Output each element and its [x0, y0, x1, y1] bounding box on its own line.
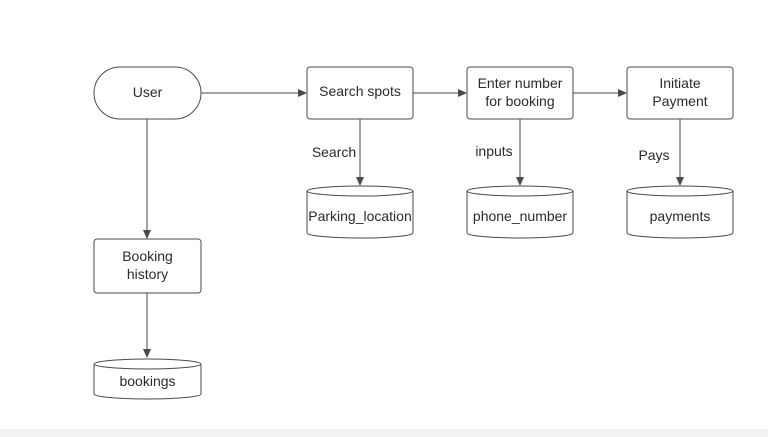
edge-initiate-payment-to-payments [676, 119, 684, 186]
arrowhead [356, 177, 364, 186]
edge-label-pays: Pays [638, 147, 669, 163]
arrowhead [143, 349, 151, 358]
edge-label-search: Search [312, 144, 356, 160]
arrowhead [298, 89, 307, 97]
edge-enter-number-to-phone-number [516, 119, 524, 186]
datastore-phone-number: phone_number [466, 185, 574, 239]
process-shape [306, 66, 414, 120]
cylinder-body [466, 185, 574, 239]
node-label-line-2: for booking [485, 93, 554, 109]
edge-enter-number-to-initiate-payment [573, 89, 627, 97]
edge-user-to-search-spots [201, 89, 307, 97]
arrowhead [618, 89, 627, 97]
cylinder-rim [306, 190, 414, 197]
cylinder-rim [93, 363, 202, 370]
edge-user-to-booking-history [143, 119, 151, 239]
node-label-line-1: Enter number [478, 75, 563, 91]
node-user: User [93, 66, 202, 120]
datastore-parking-location: Parking_location [306, 185, 414, 239]
arrowhead [458, 89, 467, 97]
node-initiate-payment: Initiate Payment [626, 66, 734, 120]
edge-label-inputs: inputs [475, 143, 512, 159]
node-search-spots: Search spots [306, 66, 414, 120]
cylinder-body [626, 185, 734, 239]
cylinder-rim [626, 190, 734, 197]
node-label-line-1: Initiate [659, 75, 700, 91]
node-enter-number-for-booking: Enter number for booking [466, 66, 574, 120]
node-label-line-2: history [127, 266, 168, 282]
arrowhead [676, 177, 684, 186]
process-shape [93, 238, 202, 294]
node-label: Search spots [319, 83, 401, 99]
arrowhead [143, 230, 151, 239]
cylinder-rim [466, 190, 574, 197]
node-label: User [133, 84, 163, 100]
edge-booking-history-to-bookings [143, 293, 151, 358]
process-shape [466, 66, 574, 120]
edge-search-spots-to-enter-number [413, 89, 467, 97]
bottom-band [0, 429, 768, 437]
terminal-shape [93, 66, 202, 120]
datastore-payments: payments [626, 185, 734, 239]
process-shape [626, 66, 734, 120]
datastore-label: Parking_location [308, 208, 412, 224]
datastore-bookings: bookings [93, 358, 202, 400]
cylinder-body [93, 358, 202, 400]
datastore-label: bookings [119, 373, 175, 389]
edge-search-spots-to-parking-location [356, 119, 364, 186]
cylinder-body [306, 185, 414, 239]
datastore-label: payments [650, 208, 711, 224]
node-label-line-1: Booking [122, 248, 173, 264]
datastore-label: phone_number [473, 208, 568, 224]
node-label-line-2: Payment [652, 93, 707, 109]
arrowhead [516, 177, 524, 186]
node-booking-history: Booking history [93, 238, 202, 294]
